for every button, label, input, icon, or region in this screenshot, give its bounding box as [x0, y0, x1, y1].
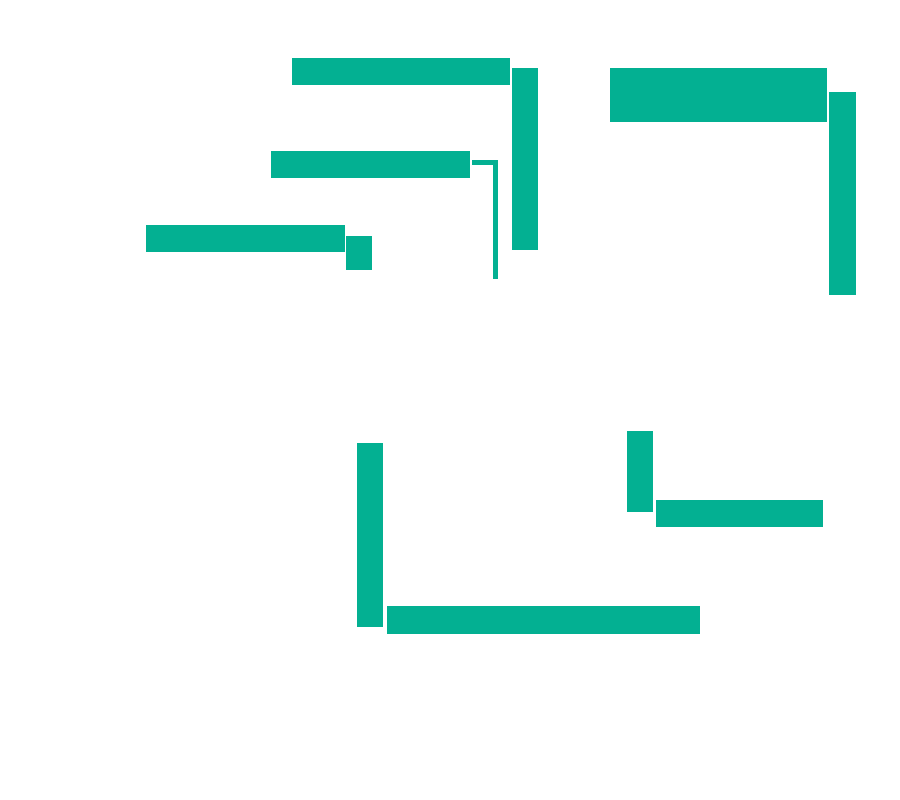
callout-innovative-anti-slip-line-1: 创新工艺，防滑设计 [666, 559, 812, 576]
leader-line-horizontal-segment [472, 160, 498, 165]
callout-self-locking-device: 自锁装置，双重防脱保护 [146, 225, 345, 301]
marker-bar-innovative-anti-slip [627, 431, 653, 512]
marker-bar-imported-engineering-plastic [357, 443, 383, 627]
callout-quick-blind-insert: 快速盲插结构，安装更便捷 [292, 58, 510, 134]
callout-external-seal-ring: 外置密封圈链接更紧密 [271, 151, 470, 227]
callout-imported-engineering-plastic: 进口高性能工程塑料，阻燃等级UL94-V0 [387, 606, 700, 682]
callout-unique-internal-claw-line-2: 让线缆更牢固，防水更可靠 [620, 208, 815, 225]
marker-bar-self-locking-device [346, 236, 372, 270]
callout-external-seal-ring-line-1: 外置密封圈链接更紧密 [281, 210, 444, 227]
callout-imported-engineering-plastic-line-1: 进口高性能工程塑料，阻燃等级UL94-V0 [397, 665, 689, 682]
callout-unique-internal-claw: 独特内部爪式结构 让线缆更牢固，防水更可靠 [610, 68, 827, 225]
callout-innovative-anti-slip: 创新工艺，防滑设计 [656, 500, 823, 576]
callout-unique-internal-claw-line-1: 独特内部爪式结构 [620, 127, 750, 144]
marker-bar-quick-blind-insert [512, 68, 538, 250]
callout-self-locking-device-line-1: 自锁装置，双重防脱保护 [156, 284, 335, 301]
callout-quick-blind-insert-line-1: 快速盲插结构，安装更便捷 [302, 117, 497, 134]
marker-bar-unique-internal-claw [829, 92, 856, 295]
leader-line-vertical-segment [493, 160, 498, 279]
